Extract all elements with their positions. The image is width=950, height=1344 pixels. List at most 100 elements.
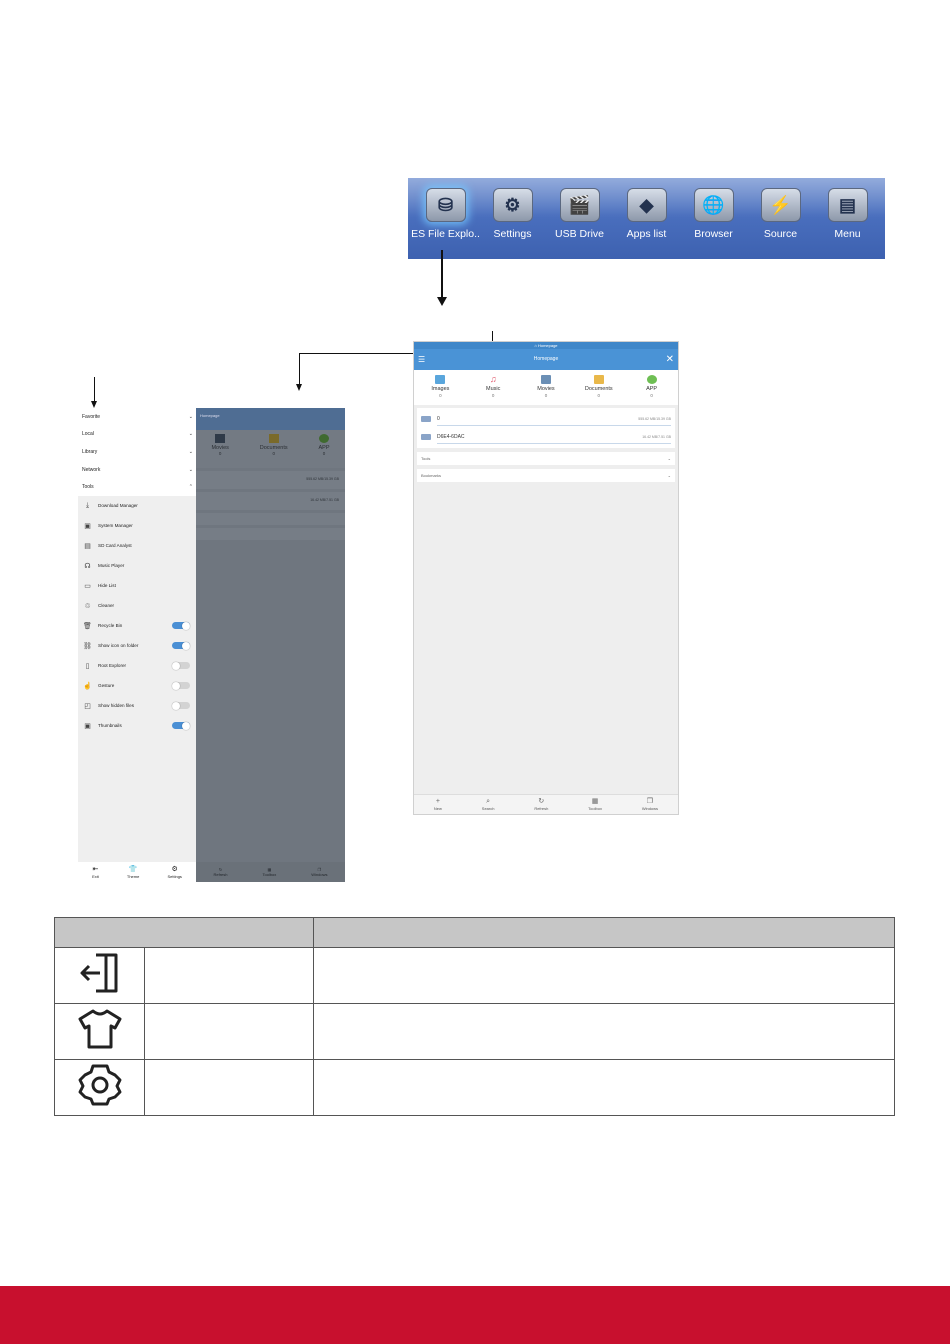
drive-usage-bar — [437, 443, 671, 444]
drive-list: 0 555.62 MB/15.39 GB D6E4-6DAC 16.42 MB/… — [417, 408, 675, 448]
images-icon — [435, 375, 446, 384]
gesture-toggle[interactable] — [172, 681, 190, 690]
drive-item[interactable]: 0 555.62 MB/15.39 GB — [421, 410, 671, 428]
dimmed-category: APP 0 — [319, 434, 330, 468]
tool-label: SD Card Analyst — [98, 543, 132, 549]
arrow-head — [91, 401, 97, 408]
app-es-file-explorer[interactable]: ⛁ ES File Explo.. — [411, 188, 480, 240]
table-name-cell — [144, 1059, 314, 1116]
android-icon — [646, 375, 657, 384]
refresh-button[interactable]: ↻ Refresh — [534, 798, 548, 811]
category-label: Movies — [537, 386, 555, 392]
category-images[interactable]: Images 0 — [420, 375, 460, 402]
category-count: 0 — [650, 393, 653, 398]
drive-icon — [421, 434, 431, 440]
tool-hide-list[interactable]: ▭ Hide List — [78, 576, 196, 596]
settings-button[interactable]: ⚙ Settings — [167, 866, 181, 879]
chevron-down-icon: ⌄ — [667, 473, 671, 478]
headphones-icon: ☊ — [84, 562, 91, 570]
tool-thumbnails[interactable]: ▣ Thumbnails — [78, 716, 196, 736]
category-app[interactable]: APP 0 — [632, 375, 672, 402]
app-browser[interactable]: 🌐 Browser — [683, 188, 745, 240]
search-icon: ⌕ — [486, 798, 491, 805]
tool-show-hidden-files[interactable]: ◰ Show hidden files — [78, 696, 196, 716]
table-description-cell — [313, 947, 895, 1004]
tool-cleaner[interactable]: ♲ Cleaner — [78, 596, 196, 616]
chevron-down-icon: ⌄ — [667, 456, 671, 461]
table-description-cell — [313, 1059, 895, 1116]
category-documents[interactable]: Documents 0 — [579, 375, 619, 402]
chevron-down-icon: ⌄ — [188, 466, 193, 473]
settings-gear-icon: ⚙ — [492, 188, 533, 222]
tool-gesture[interactable]: ☝ Gesture — [78, 676, 196, 696]
windows-icon: ❐ — [646, 798, 654, 805]
table-header-cell — [313, 917, 895, 948]
table-header-cell — [54, 917, 314, 948]
music-note-icon: ♫ — [489, 374, 497, 384]
theme-button[interactable]: 👕 Theme — [127, 866, 139, 879]
settings-gear-icon — [78, 1064, 121, 1106]
table-row — [54, 1059, 895, 1116]
dimmed-category-bar: Movies 0 Documents 0 APP 0 — [196, 430, 345, 468]
dimmed-category: Documents 0 — [260, 434, 288, 468]
tool-music-player[interactable]: ☊ Music Player — [78, 556, 196, 576]
tool-label: Music Player — [98, 563, 125, 569]
tool-download-manager[interactable]: ⤓ Download Manager — [78, 496, 196, 516]
drawer-section-tools[interactable]: Tools ⌃ — [78, 478, 196, 496]
root-explorer-toggle[interactable] — [172, 661, 190, 670]
section-bookmarks[interactable]: Bookmarks ⌄ — [417, 469, 675, 482]
dimmed-section — [196, 528, 345, 540]
tool-system-manager[interactable]: ▣ System Manager — [78, 516, 196, 536]
app-apps-list[interactable]: ◆ Apps list — [616, 188, 678, 240]
drive-item[interactable]: D6E4-6DAC 16.42 MB/7.51 GB — [421, 428, 671, 446]
thumbnails-toggle[interactable] — [172, 721, 190, 730]
app-menu[interactable]: ▤ Menu — [817, 188, 879, 240]
arrow-line — [94, 377, 95, 402]
app-label: Apps list — [626, 228, 667, 240]
drawer-section-network[interactable]: Network ⌄ — [78, 460, 196, 479]
new-button[interactable]: + New — [434, 798, 442, 811]
sd-card-icon: ▤ — [84, 542, 91, 550]
tool-root-explorer[interactable]: ▯ Root Explorer — [78, 656, 196, 676]
windows-button[interactable]: ❐ Windows — [642, 798, 658, 811]
navigation-drawer: Favorite ⌄ Local ⌄ Library ⌄ Network ⌄ T… — [78, 408, 196, 882]
show-hidden-files-toggle[interactable] — [172, 701, 190, 710]
search-button[interactable]: ⌕ Search — [482, 798, 495, 811]
chevron-down-icon: ⌄ — [188, 431, 193, 438]
category-label: Documents — [584, 386, 613, 392]
section-tools[interactable]: Tools ⌄ — [417, 452, 675, 465]
button-label: Settings — [167, 873, 182, 879]
button-label: Theme — [126, 873, 140, 879]
dimmed-refresh: ↻Refresh — [213, 867, 227, 877]
recycle-bin-toggle[interactable] — [172, 621, 190, 630]
arrow-line — [299, 353, 414, 354]
tool-sd-card-analyst[interactable]: ▤ SD Card Analyst — [78, 536, 196, 556]
hamburger-icon[interactable]: ☰ — [418, 355, 426, 364]
drawer-section-favorite[interactable]: Favorite ⌄ — [78, 408, 196, 426]
exit-button[interactable]: ⇤ Exit — [92, 866, 99, 879]
app-settings[interactable]: ⚙ Settings — [482, 188, 544, 240]
drawer-bottom-bar: ⇤ Exit 👕 Theme ⚙ Settings — [78, 862, 196, 882]
source-cable-icon: ⚡ — [760, 188, 801, 222]
tool-label: Root Explorer — [98, 663, 127, 669]
show-icon-on-folder-toggle[interactable] — [172, 641, 190, 650]
tool-recycle-bin[interactable]: 🗑 Recycle Bin — [78, 616, 196, 636]
toolbox-button[interactable]: ▦ Toolbox — [588, 798, 602, 811]
app-label: USB Drive — [554, 228, 604, 240]
drive-icon — [421, 416, 431, 422]
tool-show-icon-on-folder[interactable]: ⛓ Show icon on folder — [78, 636, 196, 656]
android-icon — [319, 434, 330, 443]
close-icon[interactable]: ✕ — [665, 354, 674, 365]
category-movies[interactable]: Movies 0 — [526, 375, 566, 402]
app-source[interactable]: ⚡ Source — [750, 188, 812, 240]
category-music[interactable]: ♫ Music 0 — [473, 375, 513, 402]
drawer-section-library[interactable]: Library ⌄ — [78, 443, 196, 461]
category-count: 0 — [322, 451, 326, 456]
dimmed-title: Homepage — [196, 408, 345, 430]
download-icon: ⤓ — [85, 501, 90, 509]
category-bar: Images 0 ♫ Music 0 Movies 0 Documents 0 … — [414, 370, 678, 405]
app-usb-drive[interactable]: 🎬 USB Drive — [549, 188, 611, 240]
thumbnails-icon: ▣ — [84, 722, 91, 730]
drawer-section-local[interactable]: Local ⌄ — [78, 425, 196, 444]
dimmed-drive-row: 16.42 MB/7.51 GB — [196, 492, 345, 510]
